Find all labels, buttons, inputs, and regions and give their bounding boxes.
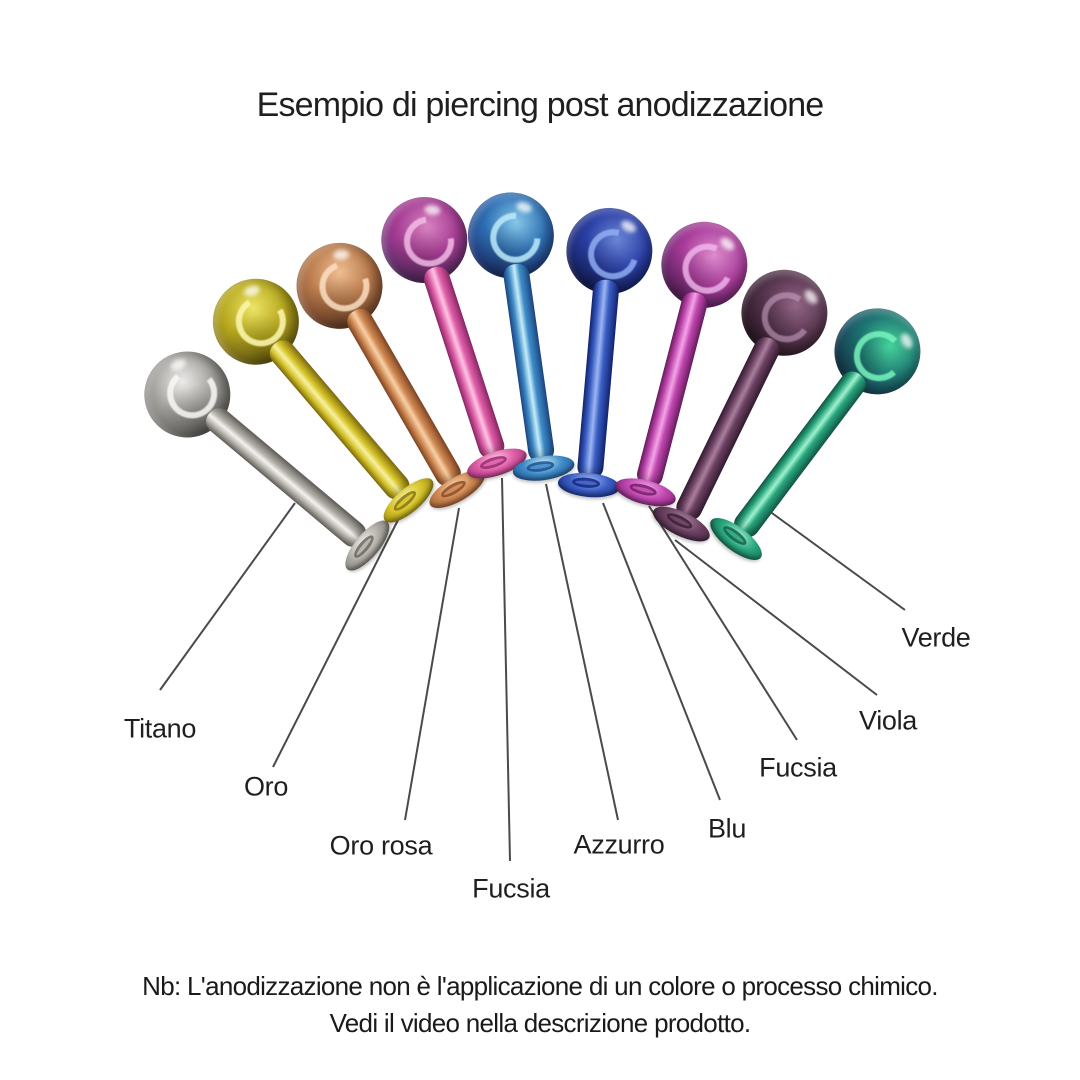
leader-line-titano <box>159 502 296 691</box>
leader-line-verde <box>764 507 906 611</box>
leader-line-fucsia-2 <box>648 505 798 741</box>
footer-note: Nb: L'anodizzazione non è l'applicazione… <box>0 968 1080 1042</box>
label-oro: Oro <box>243 771 289 802</box>
leader-line-oro <box>272 519 399 768</box>
leader-line-fucsia <box>501 477 511 862</box>
leader-line-viola <box>674 539 878 696</box>
label-viola: Viola <box>858 705 918 736</box>
leader-line-blu <box>602 502 721 801</box>
label-azzurro: Azzurro <box>573 829 665 860</box>
label-blu: Blu <box>707 813 747 844</box>
footer-note-line2: Vedi il video nella descrizione prodotto… <box>329 1008 752 1038</box>
label-verde: Verde <box>901 622 971 653</box>
label-titano: Titano <box>123 713 197 744</box>
label-fucsia: Fucsia <box>472 873 550 904</box>
label-fucsia-2: Fucsia <box>759 752 837 783</box>
footer-note-line1: Nb: L'anodizzazione non è l'applicazione… <box>142 971 938 1001</box>
label-oro-rosa: Oro rosa <box>329 830 433 861</box>
page-title: Esempio di piercing post anodizzazione <box>256 86 825 124</box>
leader-line-oro-rosa <box>404 507 460 821</box>
leader-line-azzurro <box>545 483 619 821</box>
